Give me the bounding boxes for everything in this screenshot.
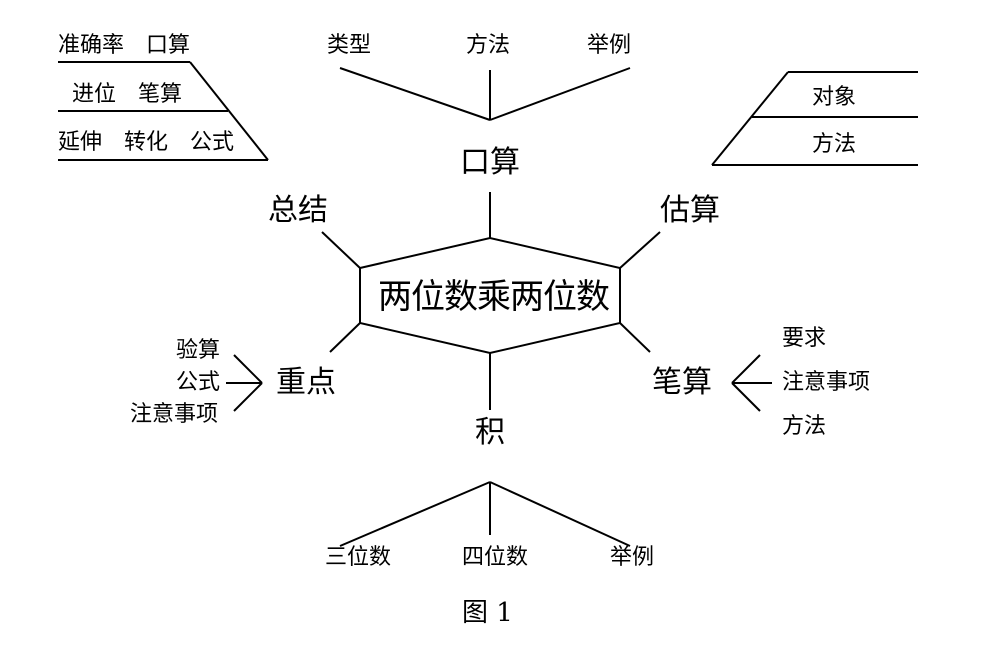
zongjie-connectors: [58, 61, 361, 269]
center-label: 两位数乘两位数: [378, 277, 610, 317]
kousuan-connectors: [339, 67, 631, 238]
zongjie-label: 总结: [268, 193, 328, 228]
kousuan-sub-method: 方法: [466, 33, 511, 58]
kousuan-sub-type: 类型: [327, 33, 372, 58]
gusuan-connectors: [619, 71, 918, 269]
gusuan-sub-method: 方法: [812, 132, 857, 157]
ji-sub-four-digit: 四位数: [462, 545, 529, 570]
figure-caption: 图 1: [462, 598, 513, 628]
bisuan-sub-method: 方法: [782, 414, 827, 439]
kousuan-sub-example: 举例: [587, 33, 632, 58]
bisuan-sub-notes: 注意事项: [782, 370, 871, 395]
zhongdian-connectors: [226, 322, 361, 412]
ji-sub-three-digit: 三位数: [325, 545, 392, 570]
gusuan-label: 估算: [660, 193, 720, 228]
zongjie-sub-carry: 进位 笔算: [72, 82, 183, 107]
zhongdian-label: 重点: [276, 365, 336, 400]
ji-connectors: [339, 353, 631, 547]
kousuan-label: 口算: [460, 145, 520, 180]
bisuan-label: 笔算: [652, 365, 712, 400]
zhongdian-sub-check: 验算: [176, 338, 221, 363]
zongjie-sub-extend: 延伸 转化 公式: [58, 130, 235, 155]
ji-sub-example: 举例: [610, 545, 655, 570]
zhongdian-sub-notes: 注意事项: [130, 402, 219, 427]
zongjie-sub-accuracy: 准确率 口算: [58, 33, 191, 58]
zhongdian-sub-formula: 公式: [176, 370, 221, 395]
bisuan-sub-requirement: 要求: [782, 326, 827, 351]
gusuan-sub-object: 对象: [812, 85, 857, 110]
ji-label: 积: [475, 415, 505, 450]
bisuan-connectors: [619, 322, 772, 412]
